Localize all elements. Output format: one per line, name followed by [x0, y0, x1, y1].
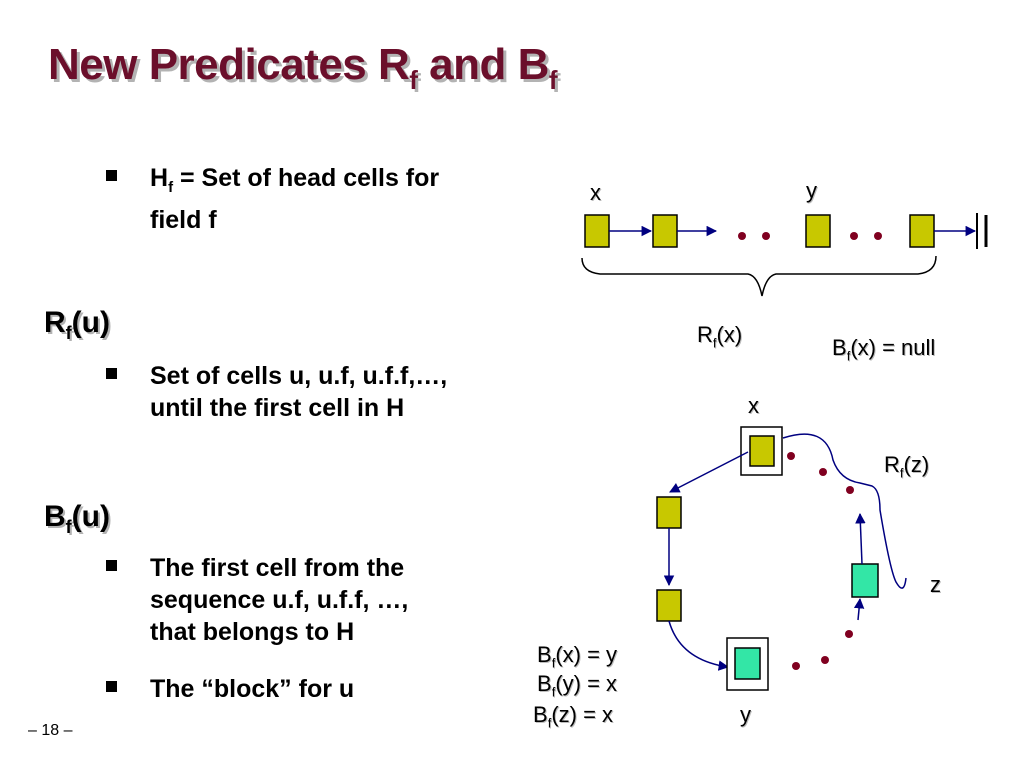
bf-equation-y: Bf(y) = x — [537, 671, 618, 700]
bullet-hf: Hf = Set of head cells for field f — [106, 162, 439, 236]
ellipsis-dot — [738, 232, 746, 240]
ellipsis-dot — [787, 452, 795, 460]
page-number: – 18 – — [28, 722, 73, 739]
arrow-to-z — [853, 597, 865, 621]
cell-x — [749, 435, 775, 467]
top-cell-2 — [652, 214, 678, 248]
bottom-label-rfz: Rf(z) — [884, 452, 930, 481]
slide-title: New Predicates Rf and Bf — [48, 40, 558, 95]
bullet-block: The “block” for u — [106, 673, 354, 705]
top-cell-last — [909, 214, 935, 248]
ellipsis-dot — [821, 656, 829, 664]
top-label-bfx: Bf(x) = null — [832, 335, 936, 364]
bf-equation-x: Bf(x) = y — [537, 642, 618, 671]
bottom-label-x: x — [748, 393, 759, 418]
bullet-marker — [106, 170, 117, 181]
bullet-marker — [106, 368, 117, 379]
arrow-z-up — [855, 512, 866, 565]
ellipsis-dot — [762, 232, 770, 240]
ellipsis-dot — [845, 630, 853, 638]
top-cell-y — [805, 214, 831, 248]
cell-z — [851, 563, 879, 598]
bottom-label-y: y — [740, 702, 751, 727]
arrow-to-y — [668, 620, 730, 671]
top-label-y: y — [806, 178, 817, 203]
top-cell-x — [584, 214, 610, 248]
cell-y — [734, 647, 761, 680]
cell-left-1 — [656, 496, 682, 529]
ellipsis-dot — [850, 232, 858, 240]
ellipsis-dot — [792, 662, 800, 670]
cyclic-list-diagram — [656, 426, 907, 691]
top-label-rfx: Rf(x) — [697, 322, 743, 351]
top-label-x: x — [590, 180, 601, 205]
ellipsis-dot — [819, 468, 827, 476]
bullet-bf-desc: The first cell from the sequence u.f, u.… — [106, 552, 408, 648]
bottom-label-z: z — [930, 572, 941, 597]
rfz-brace — [782, 433, 907, 589]
ellipsis-dot — [846, 486, 854, 494]
top-list-diagram — [581, 213, 988, 297]
heading-rf: Rf(u) — [44, 306, 110, 343]
ellipsis-dot — [874, 232, 882, 240]
bullet-rf-desc: Set of cells u, u.f, u.f.f,…, until the … — [106, 360, 447, 424]
top-brace — [581, 255, 937, 297]
arrow-x-to-cell — [669, 451, 749, 493]
bullet-marker — [106, 681, 117, 692]
bf-equation-z: Bf(z) = x — [533, 702, 614, 731]
bullet-marker — [106, 560, 117, 571]
cell-left-2 — [656, 589, 682, 622]
heading-bf: Bf(u) — [44, 500, 110, 537]
